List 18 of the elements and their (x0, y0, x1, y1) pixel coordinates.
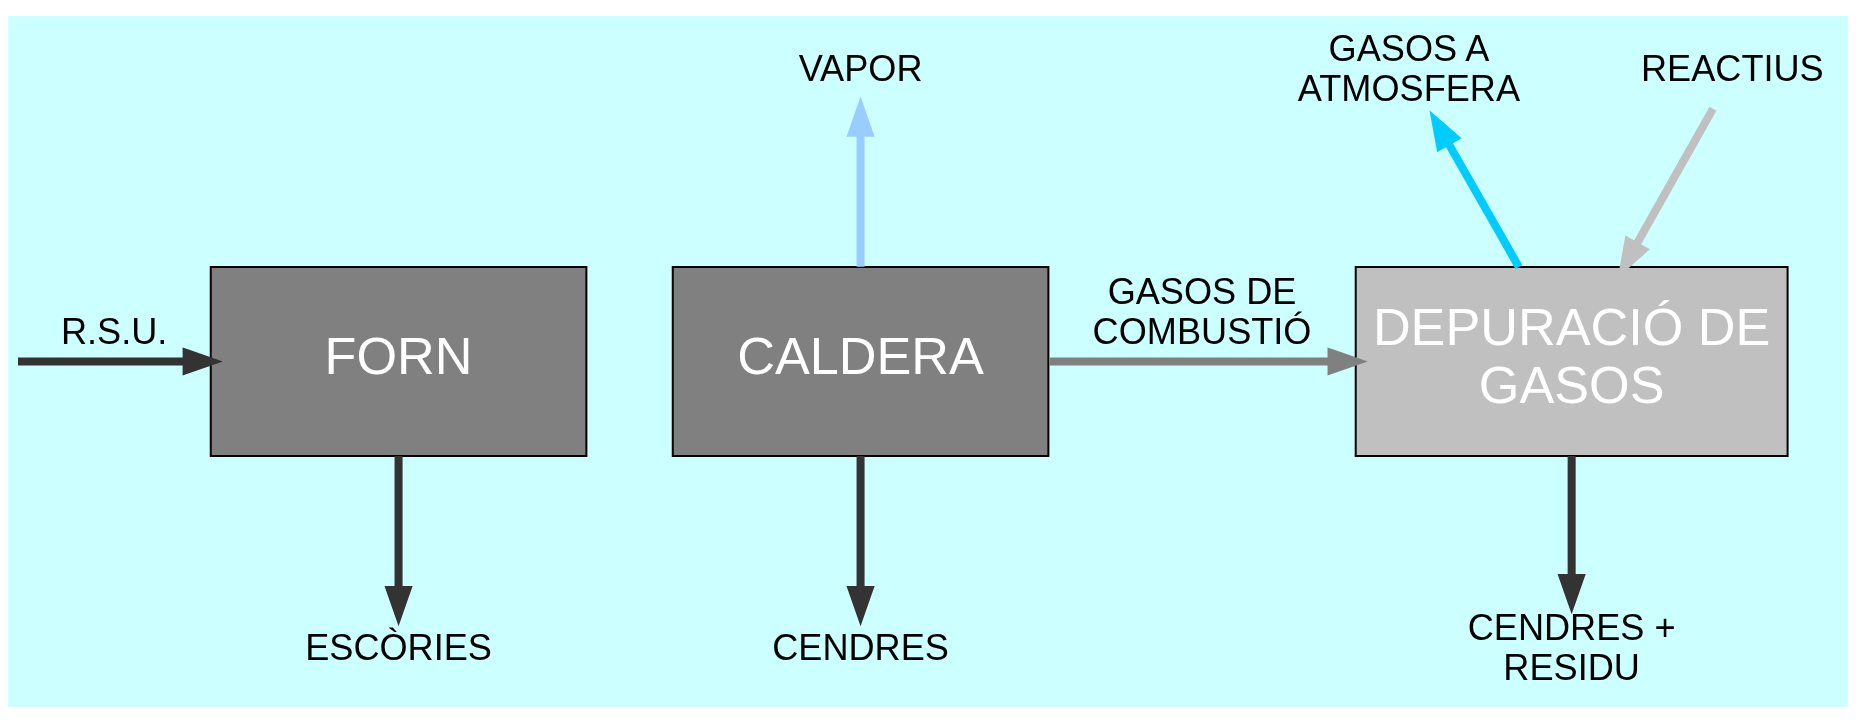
node-box: FORN (209, 266, 588, 457)
node-text: CENDRES + RESIDU (1467, 606, 1676, 688)
arrow (1557, 456, 1586, 615)
node-text: CENDRES (772, 626, 949, 668)
node-text: GASOS A ATMOSFERA (1297, 28, 1521, 110)
node-text: ESCÒRIES (305, 626, 492, 668)
arrow (1049, 347, 1368, 376)
arrow (846, 96, 875, 267)
node-box: DEPURACIÓ DE GASOS (1354, 266, 1789, 457)
node-text: REACTIUS (1640, 48, 1824, 90)
edge-label: R.S.U. (60, 311, 168, 353)
edge-label: GASOS DE COMBUSTIÓ (1092, 271, 1312, 353)
arrow (384, 456, 413, 627)
arrow (846, 456, 875, 627)
arrow (1429, 110, 1523, 269)
arrow (18, 347, 223, 376)
node-text: VAPOR (798, 48, 923, 90)
node-box: CALDERA (671, 266, 1050, 457)
